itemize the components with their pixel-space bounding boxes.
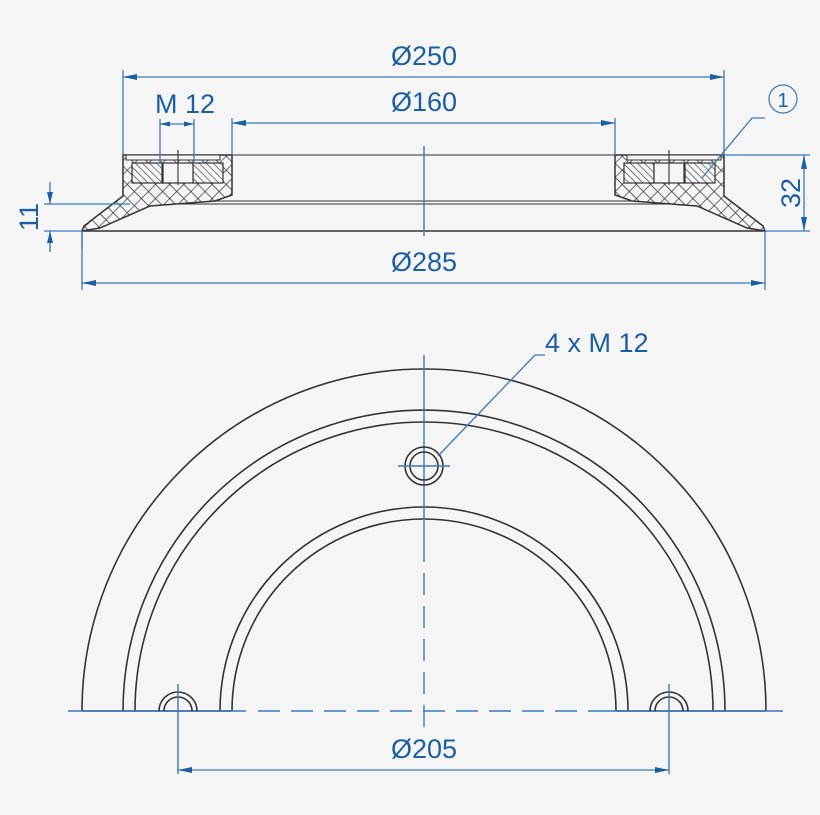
dim250-arrow-left bbox=[123, 74, 137, 80]
left-insert-left bbox=[131, 162, 163, 184]
dim-250-label: Ø250 bbox=[391, 41, 457, 71]
dim285-arrow-right bbox=[751, 280, 765, 286]
dim160-arrow-left bbox=[232, 120, 246, 126]
hole-callout-leader bbox=[437, 354, 545, 457]
dim250-arrow-right bbox=[710, 74, 724, 80]
dim32-arrow-bottom bbox=[801, 217, 807, 231]
dim-11-label: 11 bbox=[14, 203, 44, 231]
left-top-groove bbox=[125, 154, 221, 161]
left-insert-right bbox=[192, 162, 224, 184]
top-view: 4 x M 12 Ø205 bbox=[68, 328, 783, 774]
dim-205-label: Ø205 bbox=[391, 734, 457, 764]
right-insert-right bbox=[684, 162, 716, 184]
dim160-arrow-right bbox=[601, 120, 615, 126]
dim205-arrow-left bbox=[178, 767, 192, 773]
thread-label: M 12 bbox=[155, 89, 215, 119]
m12-arrow-right bbox=[184, 121, 194, 127]
m12-arrow-left bbox=[160, 121, 170, 127]
right-insert-left bbox=[623, 162, 655, 184]
right-top-groove bbox=[626, 154, 722, 161]
dim205-arrow-right bbox=[655, 767, 669, 773]
hole-callout-label: 4 x M 12 bbox=[545, 328, 649, 358]
dim32-arrow-top bbox=[801, 155, 807, 169]
dim-32-label: 32 bbox=[776, 178, 806, 208]
dim11-arrow-top bbox=[47, 192, 53, 204]
balloon-label: 1 bbox=[777, 90, 788, 112]
dim-160-label: Ø160 bbox=[391, 87, 457, 117]
balloon-circle bbox=[768, 84, 798, 114]
dim-285-label: Ø285 bbox=[391, 247, 457, 277]
section-view: Ø250 Ø160 M 12 Ø285 32 bbox=[14, 41, 810, 290]
dim11-arrow-bottom bbox=[47, 231, 53, 243]
dim285-arrow-left bbox=[82, 280, 96, 286]
balloon-leader bbox=[701, 117, 765, 179]
